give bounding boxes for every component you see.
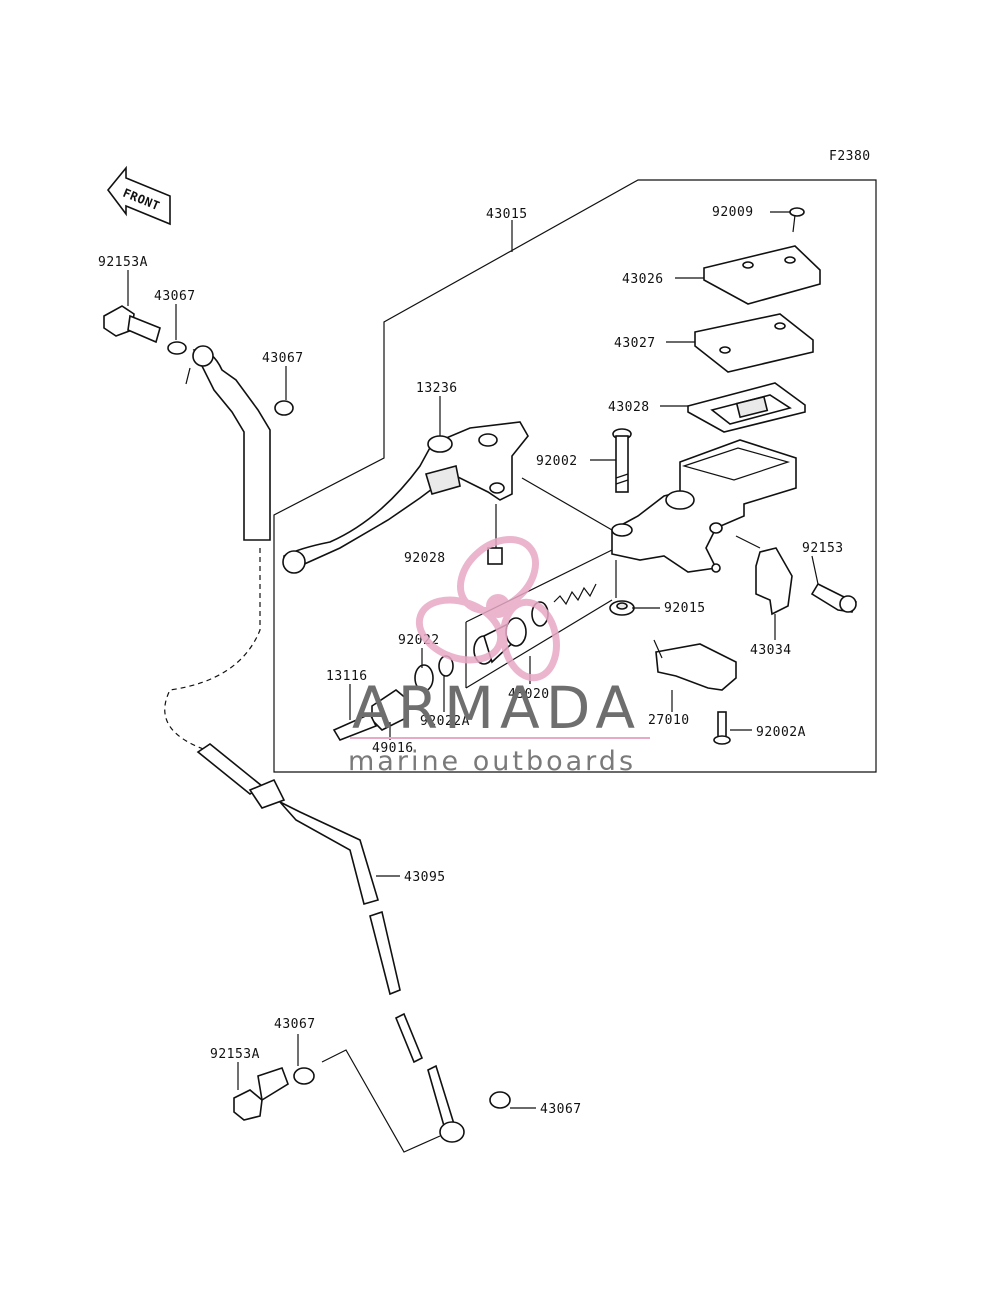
pushrod-13116 xyxy=(332,712,378,741)
callout-43067-d: 43067 xyxy=(540,1102,582,1117)
clutch-lever xyxy=(282,421,529,574)
callout-27010: 27010 xyxy=(648,713,690,728)
banjo-bolt-bottom xyxy=(233,1066,289,1121)
callout-43067-c: 43067 xyxy=(274,1017,316,1032)
figure-code: F2380 xyxy=(829,149,871,164)
watermark-tagline: marine outboards xyxy=(348,746,636,777)
clutch-switch-27010 xyxy=(653,639,737,691)
master-cylinder-body xyxy=(611,439,797,573)
diaphragm-plate xyxy=(694,313,814,373)
hose-upper xyxy=(185,345,271,541)
hose-43095 xyxy=(196,743,465,1143)
callout-43095: 43095 xyxy=(404,870,446,885)
callout-43034: 43034 xyxy=(750,643,792,658)
callout-92009: 92009 xyxy=(712,205,754,220)
callout-43020: 43020 xyxy=(508,687,550,702)
banjo-bolt-top xyxy=(103,305,187,355)
watermark-logo-icon xyxy=(415,536,560,682)
assembly-outline xyxy=(273,179,877,773)
bolt-92153 xyxy=(810,582,858,613)
screw-92009 xyxy=(789,207,805,233)
callout-43015: 43015 xyxy=(486,207,528,222)
callout-92022A: 92022A xyxy=(420,714,470,729)
bolt-92002 xyxy=(612,428,632,493)
callout-13236: 13236 xyxy=(416,381,458,396)
clamp-43034 xyxy=(755,547,793,616)
front-arrow-icon: FRONT xyxy=(106,165,171,226)
callout-92002: 92002 xyxy=(536,454,578,469)
callout-92153A-bottom: 92153A xyxy=(210,1047,260,1062)
callout-13116: 13116 xyxy=(326,669,368,684)
spring xyxy=(553,583,597,606)
callout-43067-b: 43067 xyxy=(262,351,304,366)
callout-92153: 92153 xyxy=(802,541,844,556)
callout-92015: 92015 xyxy=(664,601,706,616)
washer-43067-bottom-right xyxy=(489,1091,511,1109)
callout-43067-a: 43067 xyxy=(154,289,196,304)
callout-92028: 92028 xyxy=(404,551,446,566)
reservoir-cap xyxy=(703,245,821,305)
diaphragm xyxy=(687,382,806,433)
callout-92002A: 92002A xyxy=(756,725,806,740)
washer-43067-bottom-left xyxy=(293,1067,315,1085)
callout-49016: 49016 xyxy=(372,741,414,756)
washer-43067-upper xyxy=(274,400,294,416)
callout-43027: 43027 xyxy=(614,336,656,351)
watermark-brand: ARMADA xyxy=(352,674,641,742)
seal-92022 xyxy=(414,655,454,692)
nut-92015 xyxy=(609,600,635,616)
pivot-sleeve-92028 xyxy=(487,547,503,565)
callout-43026: 43026 xyxy=(622,272,664,287)
callout-92153A-top: 92153A xyxy=(98,255,148,270)
callout-43028: 43028 xyxy=(608,400,650,415)
screw-92002A xyxy=(713,711,731,745)
